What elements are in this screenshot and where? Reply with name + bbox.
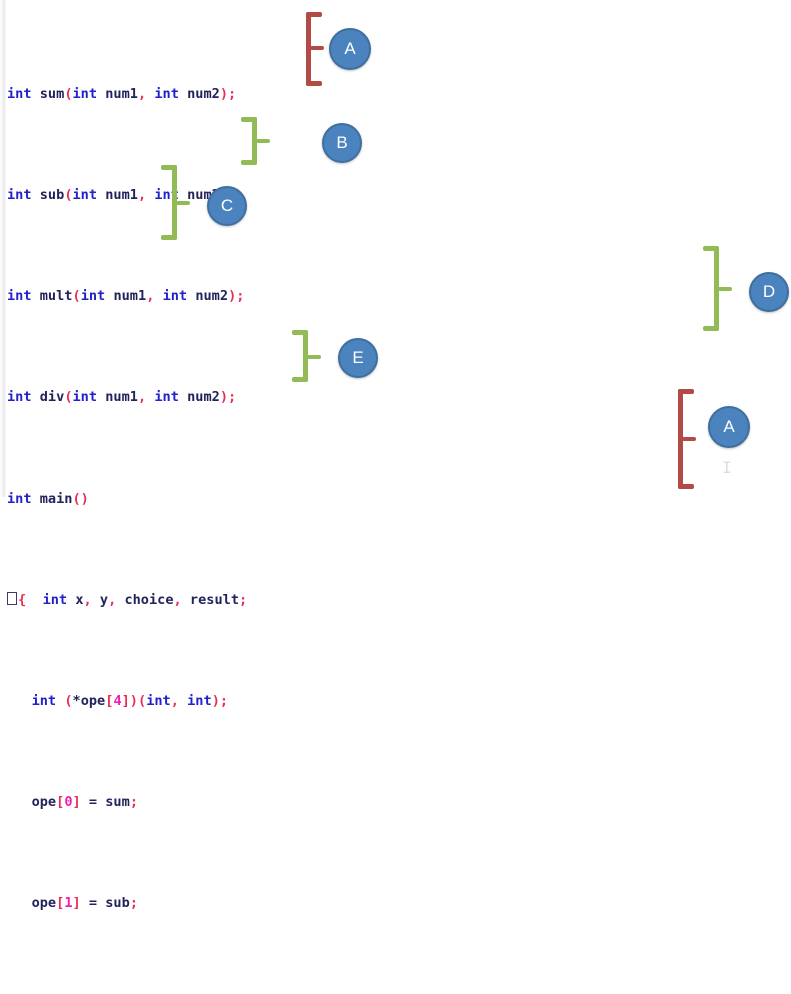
annotation-marker-a-bottom-label: A <box>723 417 735 436</box>
annotation-marker-d[interactable]: D <box>749 272 789 312</box>
code-block[interactable]: int sum(int num1, int num2); int sub(int… <box>7 6 791 994</box>
annotation-marker-a-top[interactable]: A <box>329 28 371 70</box>
annotation-marker-a-top-label: A <box>344 39 356 58</box>
annotation-brace-c <box>158 165 190 240</box>
annotation-marker-c[interactable]: C <box>207 186 247 226</box>
code-line-10: ope[2] = mult; <box>7 993 791 994</box>
code-line-1: int sum(int num1, int num2); <box>7 85 237 102</box>
code-line-3: int mult(int num1, int num2); <box>7 288 245 305</box>
annotation-brace-b <box>238 117 270 165</box>
code-line-6: { int x, y, choice, result; <box>7 588 791 613</box>
annotation-brace-d <box>700 246 732 331</box>
code-line-9: ope[1] = sub; <box>31 895 138 912</box>
annotation-marker-b-label: B <box>336 133 348 152</box>
code-screenshot: int sum(int num1, int num2); int sub(int… <box>0 0 791 911</box>
annotation-brace-e <box>289 330 321 382</box>
annotation-brace-a-top <box>296 12 324 86</box>
code-line-4: int div(int num1, int num2); <box>7 389 237 406</box>
annotation-marker-d-label: D <box>762 282 776 301</box>
code-line-5: int main() <box>7 490 89 507</box>
code-line-8: ope[0] = sum; <box>31 794 138 811</box>
annotation-marker-c-label: C <box>220 196 234 215</box>
code-line-7: int (*ope[4])(int, int); <box>31 693 229 710</box>
text-caret-artifact <box>7 591 17 605</box>
annotation-marker-b[interactable]: B <box>322 123 362 163</box>
annotation-brace-a-bottom <box>668 389 696 489</box>
editor-left-gutter-edge <box>0 0 6 497</box>
annotation-marker-e-label: E <box>352 348 364 367</box>
annotation-marker-a-bottom[interactable]: A <box>708 406 750 448</box>
code-line-2: int sub(int num1, int num2); <box>7 187 236 204</box>
annotation-marker-e[interactable]: E <box>338 338 378 378</box>
ibeam-cursor-artifact: I <box>722 458 732 477</box>
